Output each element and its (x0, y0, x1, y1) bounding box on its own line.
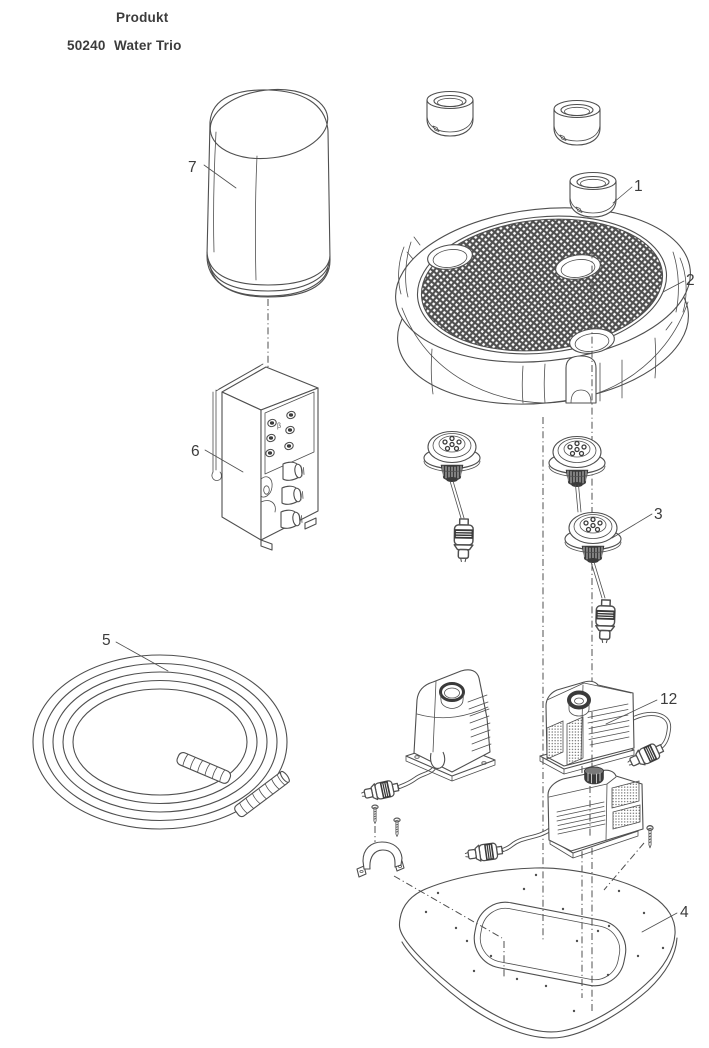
hose-end-fitting (176, 752, 232, 784)
screw (646, 825, 654, 849)
fountain-nozzle (564, 511, 622, 563)
callout-3: 3 (654, 506, 663, 523)
callout-7: 7 (188, 159, 197, 176)
hose-clamp (356, 841, 405, 878)
power-plug (595, 599, 616, 644)
product-code: 50240 (67, 38, 106, 53)
power-plug (453, 518, 474, 563)
power-plug (361, 780, 400, 801)
callout-12: 12 (660, 691, 677, 708)
nozzle-ring (553, 99, 601, 146)
callout-6: 6 (191, 443, 200, 460)
product-name: Water Trio (114, 38, 182, 53)
mounting-hardware (356, 804, 654, 878)
pump (464, 766, 644, 862)
callout-4: 4 (680, 904, 689, 921)
callout-leaders (115, 164, 685, 933)
part-cover (206, 88, 331, 298)
part-base-plate (398, 867, 678, 1039)
part-hose (32, 654, 290, 830)
product-column-label: Produkt (116, 10, 169, 25)
fountain-nozzle (423, 430, 481, 482)
part-nozzle-rings (426, 90, 617, 218)
power-plug (464, 842, 504, 862)
hose-end-fitting (234, 770, 290, 818)
pump (539, 680, 672, 775)
callout-2: 2 (686, 272, 695, 289)
control-box-knobs (280, 461, 305, 529)
part-pumps (361, 669, 672, 862)
assembly-axis-overlays (589, 712, 593, 838)
control-box-connectors (265, 410, 296, 458)
callout-5: 5 (102, 632, 111, 649)
fountain-nozzle (548, 435, 606, 487)
part-top-plate (395, 207, 691, 405)
part-fountain-nozzles (423, 430, 622, 644)
plate-nozzle-holes (427, 244, 615, 354)
screw (371, 804, 379, 824)
control-box-marking: β (277, 423, 281, 430)
power-plug (627, 743, 665, 767)
callout-numbers: 7 1 2 6 3 5 12 4 (102, 159, 695, 921)
pump (361, 669, 496, 801)
part-control-box: β (211, 363, 319, 551)
screw (393, 817, 401, 837)
nozzle-ring (569, 171, 617, 218)
nozzle-ring (426, 90, 474, 137)
callout-1: 1 (634, 178, 643, 195)
base-plate-holes (424, 873, 665, 1013)
